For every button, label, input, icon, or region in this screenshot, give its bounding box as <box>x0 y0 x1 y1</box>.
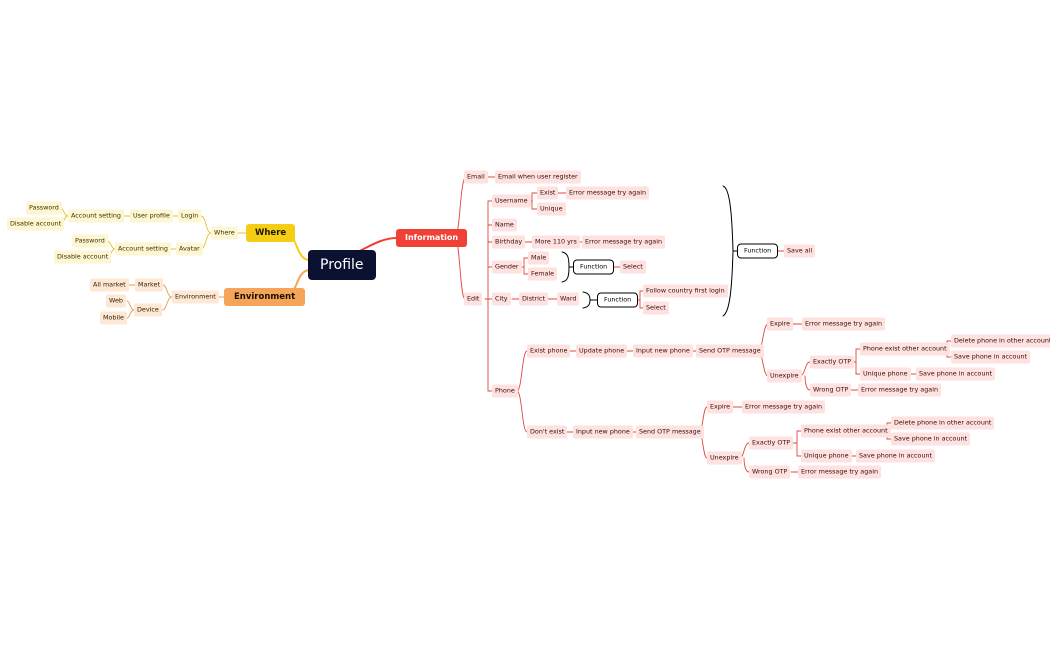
node-dont-phone-exist-other[interactable]: Phone exist other account <box>801 424 891 438</box>
node-gender-function[interactable]: Function <box>573 259 615 275</box>
node-username-unique[interactable]: Unique <box>537 202 566 216</box>
node-unexpire[interactable]: Unexpire <box>767 369 802 383</box>
node-username-exist-error[interactable]: Error message try again <box>566 186 650 200</box>
node-mobile[interactable]: Mobile <box>100 311 127 325</box>
node-exactly-otp[interactable]: Exactly OTP <box>810 355 855 369</box>
node-save-phone-2[interactable]: Save phone in account <box>916 367 996 381</box>
node-dont-send-otp[interactable]: Send OTP message <box>636 425 704 439</box>
node-environment[interactable]: Environment <box>172 290 219 304</box>
node-password-2[interactable]: Password <box>72 234 108 248</box>
node-update-phone[interactable]: Update phone <box>576 344 628 358</box>
node-birthday-error[interactable]: Error message try again <box>582 235 666 249</box>
node-gender-male[interactable]: Male <box>528 251 550 265</box>
node-gender-female[interactable]: Female <box>528 267 558 281</box>
node-expire-error[interactable]: Error message try again <box>802 317 886 331</box>
node-birthday-more-110[interactable]: More 110 yrs <box>532 235 580 249</box>
node-city[interactable]: City <box>492 292 511 306</box>
branch-environment[interactable]: Environment <box>224 288 306 306</box>
node-web[interactable]: Web <box>106 294 126 308</box>
node-dont-expire-error[interactable]: Error message try again <box>742 400 826 414</box>
node-edit[interactable]: Edit <box>464 292 483 306</box>
branch-information[interactable]: Information <box>396 229 468 247</box>
node-dont-expire[interactable]: Expire <box>707 400 734 414</box>
node-delete-phone[interactable]: Delete phone in other account <box>951 334 1050 348</box>
node-district[interactable]: District <box>519 292 548 306</box>
node-email[interactable]: Email <box>464 170 488 184</box>
node-unique-phone[interactable]: Unique phone <box>860 367 911 381</box>
node-phone-exist-other[interactable]: Phone exist other account <box>860 342 950 356</box>
node-birthday[interactable]: Birthday <box>492 235 526 249</box>
node-all-market[interactable]: All market <box>90 278 129 292</box>
node-exist-phone[interactable]: Exist phone <box>527 344 571 358</box>
node-dont-delete-phone[interactable]: Delete phone in other account <box>891 416 995 430</box>
root-node-profile[interactable]: Profile <box>308 250 376 280</box>
node-ward[interactable]: Ward <box>557 292 580 306</box>
node-where[interactable]: Where <box>211 226 238 240</box>
node-edit-function[interactable]: Function <box>737 243 779 259</box>
node-dont-save-phone-1[interactable]: Save phone in account <box>891 432 971 446</box>
node-city-function[interactable]: Function <box>597 292 639 308</box>
node-follow-country[interactable]: Follow country first login <box>643 284 728 298</box>
node-dont-unique-phone[interactable]: Unique phone <box>801 449 852 463</box>
node-account-setting-2[interactable]: Account setting <box>115 242 171 256</box>
node-dont-exactly-otp[interactable]: Exactly OTP <box>749 436 794 450</box>
node-gender[interactable]: Gender <box>492 260 522 274</box>
node-dont-wrong-otp[interactable]: Wrong OTP <box>749 465 791 479</box>
node-expire[interactable]: Expire <box>767 317 794 331</box>
node-username[interactable]: Username <box>492 194 531 208</box>
node-disable-2[interactable]: Disable account <box>54 250 112 264</box>
node-email-desc[interactable]: Email when user register <box>495 170 581 184</box>
node-dont-input-new-phone[interactable]: Input new phone <box>573 425 633 439</box>
node-name[interactable]: Name <box>492 218 517 232</box>
node-market[interactable]: Market <box>135 278 163 292</box>
node-dont-unexpire[interactable]: Unexpire <box>707 451 742 465</box>
node-wrong-otp-error[interactable]: Error message try again <box>858 383 942 397</box>
node-wrong-otp[interactable]: Wrong OTP <box>810 383 852 397</box>
node-device[interactable]: Device <box>134 303 162 317</box>
node-login[interactable]: Login <box>178 209 202 223</box>
node-input-new-phone[interactable]: Input new phone <box>633 344 693 358</box>
branch-where[interactable]: Where <box>246 224 296 242</box>
node-user-profile[interactable]: User profile <box>130 209 173 223</box>
node-account-setting-1[interactable]: Account setting <box>68 209 124 223</box>
node-send-otp[interactable]: Send OTP message <box>696 344 764 358</box>
node-city-select[interactable]: Select <box>643 301 669 315</box>
node-username-exist[interactable]: Exist <box>537 186 559 200</box>
node-save-all[interactable]: Save all <box>784 244 816 258</box>
node-password-1[interactable]: Password <box>26 201 62 215</box>
node-avatar[interactable]: Avatar <box>176 242 203 256</box>
node-dont-wrong-otp-error[interactable]: Error message try again <box>798 465 882 479</box>
node-dont-save-phone-2[interactable]: Save phone in account <box>856 449 936 463</box>
node-save-phone-1[interactable]: Save phone in account <box>951 350 1031 364</box>
node-disable-1[interactable]: Disable account <box>7 217 65 231</box>
node-gender-select[interactable]: Select <box>620 260 646 274</box>
node-dont-exist[interactable]: Don't exist <box>527 425 568 439</box>
node-phone[interactable]: Phone <box>492 384 518 398</box>
